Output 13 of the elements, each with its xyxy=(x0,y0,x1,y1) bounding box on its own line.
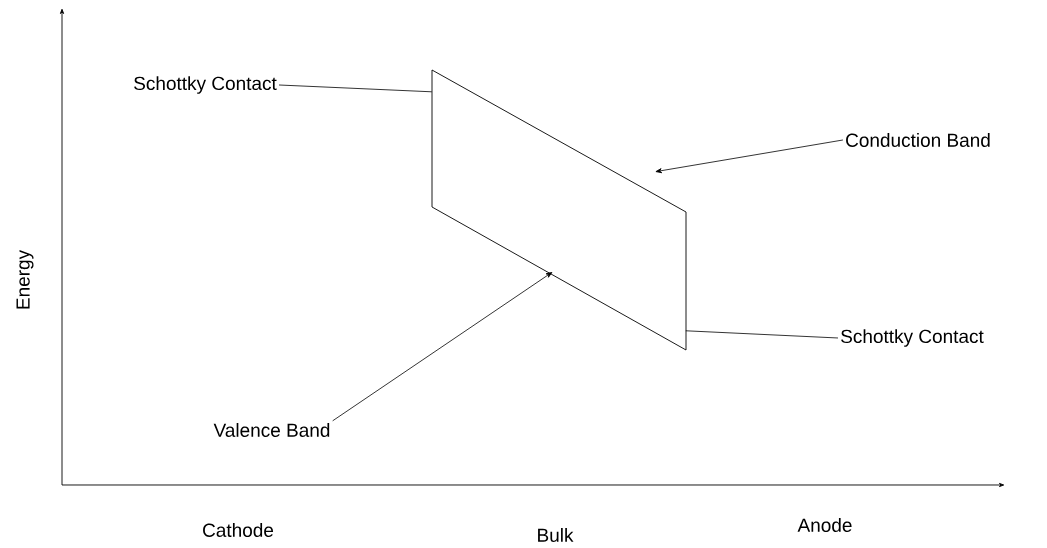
leader-line xyxy=(685,330,839,339)
arrow xyxy=(332,272,553,422)
axis-label: Bulk xyxy=(538,528,574,542)
callout-label: Schottky Contact xyxy=(841,329,984,347)
leader-line xyxy=(278,84,433,93)
callout-label: Schottky Contact xyxy=(134,76,277,94)
callout-label: Valence Band xyxy=(213,423,330,437)
band-drawing xyxy=(431,69,687,351)
callout-label: Conduction Band xyxy=(846,133,990,147)
axis-label: Anode xyxy=(797,518,852,532)
axis-title: Energy xyxy=(16,249,34,309)
axis-label: Cathode xyxy=(203,523,274,537)
arrow xyxy=(655,139,844,174)
